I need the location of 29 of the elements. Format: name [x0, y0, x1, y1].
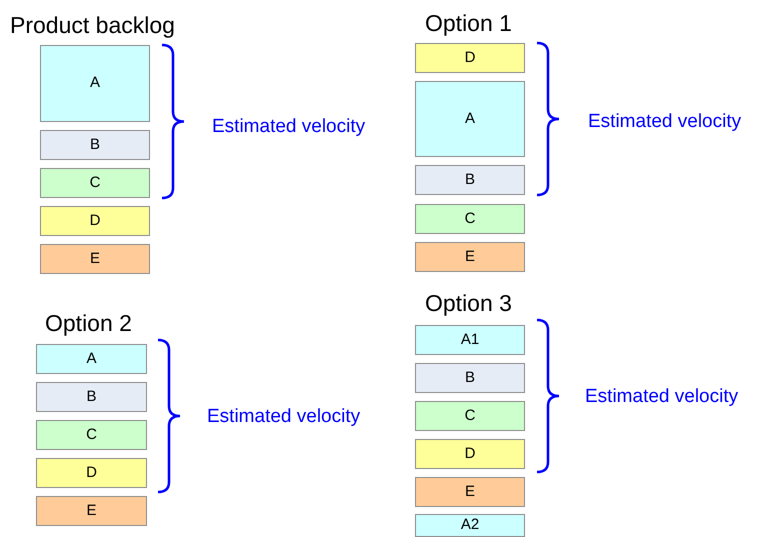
section-title: Option 1 — [425, 9, 512, 38]
section-title: Option 2 — [45, 309, 132, 338]
backlog-item-box: D — [40, 206, 150, 236]
backlog-item-box: C — [415, 204, 525, 234]
backlog-item-box: B — [36, 382, 147, 412]
velocity-label: Estimated velocity — [588, 110, 742, 134]
backlog-item-box: A — [415, 81, 525, 157]
velocity-label: Estimated velocity — [207, 405, 360, 429]
backlog-item-box: E — [36, 496, 147, 526]
backlog-item-box: B — [415, 165, 525, 195]
backlog-item-box: E — [415, 242, 525, 272]
velocity-label: Estimated velocity — [212, 115, 366, 139]
backlog-item-box: B — [40, 130, 150, 160]
section-title: Product backlog — [10, 11, 175, 40]
backlog-item-box: E — [40, 244, 150, 274]
velocity-label: Estimated velocity — [585, 385, 738, 409]
backlog-item-box: C — [40, 168, 150, 198]
backlog-item-box: B — [415, 363, 525, 393]
backlog-item-box: A — [40, 45, 150, 122]
backlog-item-box: A1 — [415, 325, 525, 355]
backlog-item-box: C — [36, 420, 147, 450]
backlog-item-box: A — [36, 344, 147, 374]
backlog-item-box: E — [415, 477, 525, 507]
backlog-item-box: D — [36, 458, 147, 488]
section-title: Option 3 — [425, 289, 512, 318]
backlog-item-box: D — [415, 43, 525, 73]
backlog-item-box: D — [415, 439, 525, 469]
backlog-item-box: C — [415, 401, 525, 431]
backlog-item-box: A2 — [415, 514, 525, 537]
